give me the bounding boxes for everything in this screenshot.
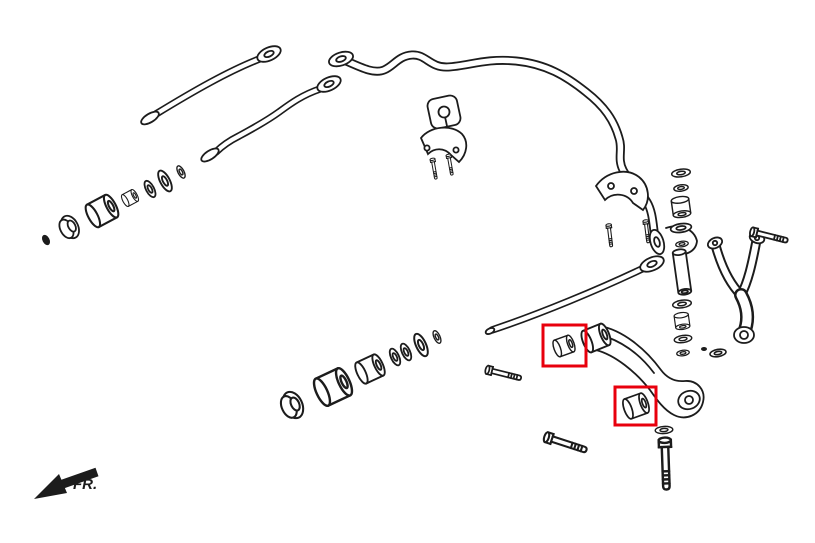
- stabilizer-bushing: [426, 94, 462, 130]
- washer: [154, 167, 176, 195]
- bar-end-eyelet: [646, 227, 668, 257]
- nut: [675, 348, 691, 358]
- rod-blade-end: [198, 145, 222, 165]
- direction-arrow: FR.: [34, 467, 99, 499]
- ring: [674, 239, 690, 249]
- stabilizer-bar: [326, 48, 698, 257]
- strut-rod-lower: [198, 72, 344, 165]
- washer: [671, 298, 693, 310]
- washer: [410, 330, 432, 360]
- spacer-sleeve: [671, 247, 693, 297]
- lower-arm-bushing-front: [550, 333, 578, 359]
- ring: [672, 183, 690, 193]
- radius-rod-bushing-set: [275, 328, 444, 424]
- rod-eyelet: [314, 72, 344, 96]
- highlight-box-front-bushing: [541, 323, 588, 368]
- lower-control-arm: [578, 321, 705, 419]
- lower-arm-bushing-rear: [619, 391, 653, 421]
- washer: [654, 425, 674, 435]
- bracket-bolt: [605, 222, 615, 248]
- bushing: [351, 351, 389, 387]
- washer: [669, 221, 693, 235]
- long-bolt: [657, 436, 674, 491]
- bushing: [81, 191, 123, 231]
- highlight-box-rear-bushing: [613, 385, 658, 427]
- nut: [41, 234, 51, 246]
- cup-washer: [54, 211, 84, 244]
- small-plug: [701, 347, 707, 351]
- stabilizer-bracket-front: [419, 126, 468, 180]
- clevis-fork: [706, 231, 766, 344]
- ring: [141, 178, 159, 200]
- strut-rod-upper: [138, 42, 284, 128]
- bolt: [483, 364, 523, 384]
- radius-rod: [484, 252, 667, 335]
- bushing: [309, 364, 357, 410]
- washer: [673, 333, 693, 345]
- spacer: [119, 187, 141, 209]
- ring: [174, 163, 188, 181]
- cup-washer: [275, 387, 309, 424]
- direction-label: FR.: [73, 476, 97, 493]
- bushing: [670, 194, 692, 220]
- ring: [430, 328, 444, 346]
- side-nut: [708, 347, 728, 359]
- bracket-bolt: [429, 157, 439, 180]
- stabilizer-end-link-stack: [669, 167, 693, 358]
- bushing: [673, 311, 691, 331]
- rod-eyelet: [254, 42, 284, 66]
- strut-rod-bushing-set: [41, 163, 188, 246]
- rod-open-end: [484, 327, 496, 335]
- rod-eyelet: [637, 252, 667, 276]
- rod-blade-end: [138, 108, 162, 128]
- stabilizer-bracket-rear: [594, 170, 652, 248]
- washer: [670, 167, 692, 179]
- bolt: [541, 430, 590, 457]
